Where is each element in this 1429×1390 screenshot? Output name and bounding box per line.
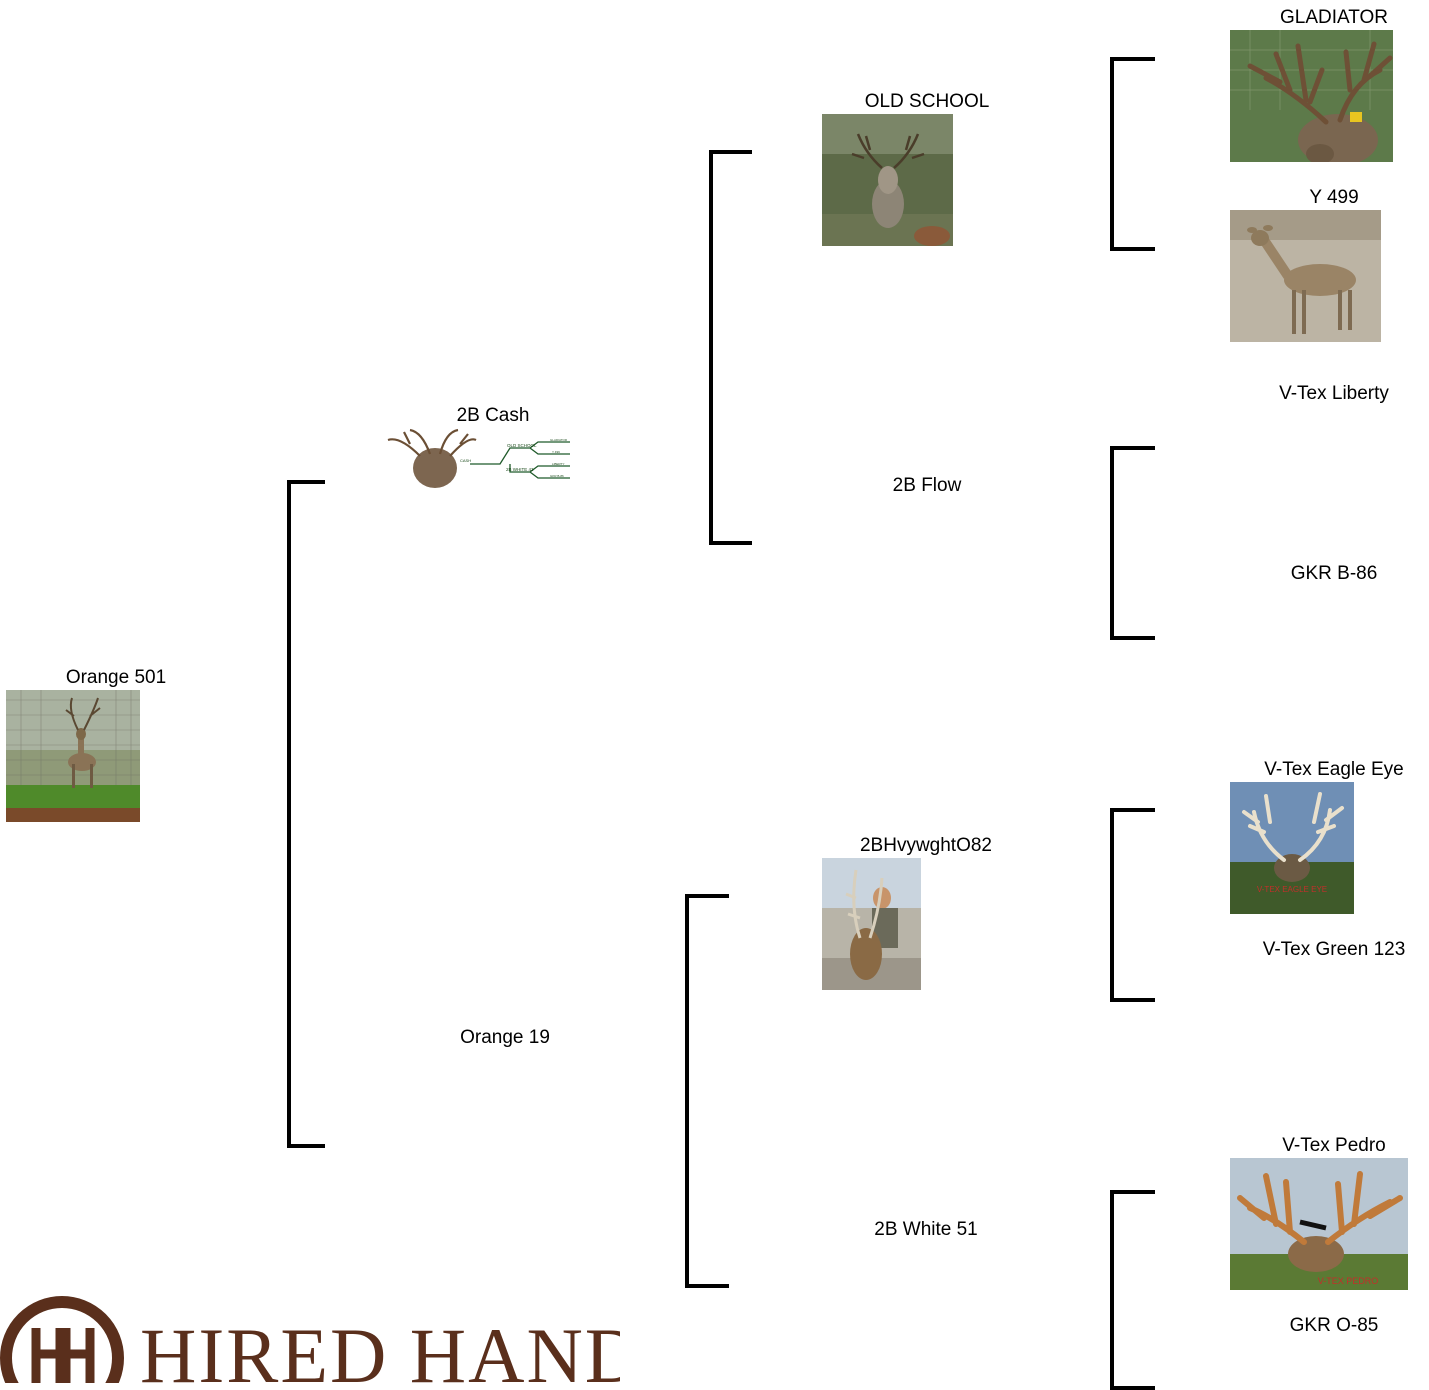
vtex-eagle-eye-name: V-Tex Eagle Eye: [1264, 759, 1404, 780]
gkr-o85-name: GKR O-85: [1289, 1315, 1379, 1336]
cash-chart-text-0: CASH: [460, 458, 471, 463]
dam-sire-name: 2BHvywghtO82: [859, 835, 993, 856]
pedro-overlay-text: V-TEX PEDRO: [1318, 1276, 1379, 1286]
sire-sire-photo[interactable]: [822, 114, 953, 246]
y499-photo[interactable]: [1230, 210, 1381, 342]
cash-chart-text-6: GKR B-86: [550, 474, 564, 478]
hired-hand-logo: HIRED HAND: [0, 1288, 641, 1390]
gladiator-name: GLADIATOR: [1279, 7, 1389, 28]
sire-name: 2B Cash: [456, 405, 530, 426]
cash-chart-text-3: GLADIATOR: [550, 438, 568, 442]
bracket-old-school: [1110, 57, 1155, 251]
vtex-liberty-name: V-Tex Liberty: [1279, 383, 1389, 404]
dam-name: Orange 19: [460, 1027, 550, 1048]
bracket-gen1: [287, 480, 325, 1148]
vtex-green-123-name: V-Tex Green 123: [1262, 939, 1406, 960]
bracket-sire-side: [709, 150, 752, 545]
vtex-eagle-eye-photo[interactable]: V-TEX EAGLE EYE: [1230, 782, 1354, 914]
dam-dam-name: 2B White 51: [874, 1219, 978, 1240]
bracket-2b-flow: [1110, 446, 1155, 640]
sire-dam-name: 2B Flow: [892, 475, 962, 496]
bracket-2b-white: [1110, 1190, 1155, 1390]
sire-photo[interactable]: CASH OLD SCHOOL 2B WHITE 43 GLADIATOR Y …: [380, 426, 576, 492]
subject-photo[interactable]: [6, 690, 140, 822]
bracket-2bhvywght: [1110, 808, 1155, 1002]
vtex-pedro-name: V-Tex Pedro: [1282, 1135, 1386, 1156]
logo-text: HIRED HAND: [140, 1312, 620, 1383]
cash-chart-text-4: Y 499: [552, 450, 560, 454]
gladiator-photo[interactable]: [1230, 30, 1393, 162]
dam-sire-photo[interactable]: [822, 858, 921, 990]
eagle-eye-overlay-text: V-TEX EAGLE EYE: [1257, 885, 1327, 894]
cash-chart-text-2: 2B WHITE 43: [506, 467, 534, 472]
cash-chart-text-5: LIBERTY: [552, 462, 564, 466]
y499-name: Y 499: [1309, 187, 1359, 208]
subject-name: Orange 501: [65, 667, 167, 688]
sire-sire-name: OLD SCHOOL: [864, 91, 990, 112]
bracket-dam-side: [685, 894, 729, 1288]
gkr-b86-name: GKR B-86: [1290, 563, 1378, 584]
vtex-pedro-photo[interactable]: V-TEX PEDRO: [1230, 1158, 1408, 1290]
cash-chart-text-1: OLD SCHOOL: [507, 443, 537, 448]
